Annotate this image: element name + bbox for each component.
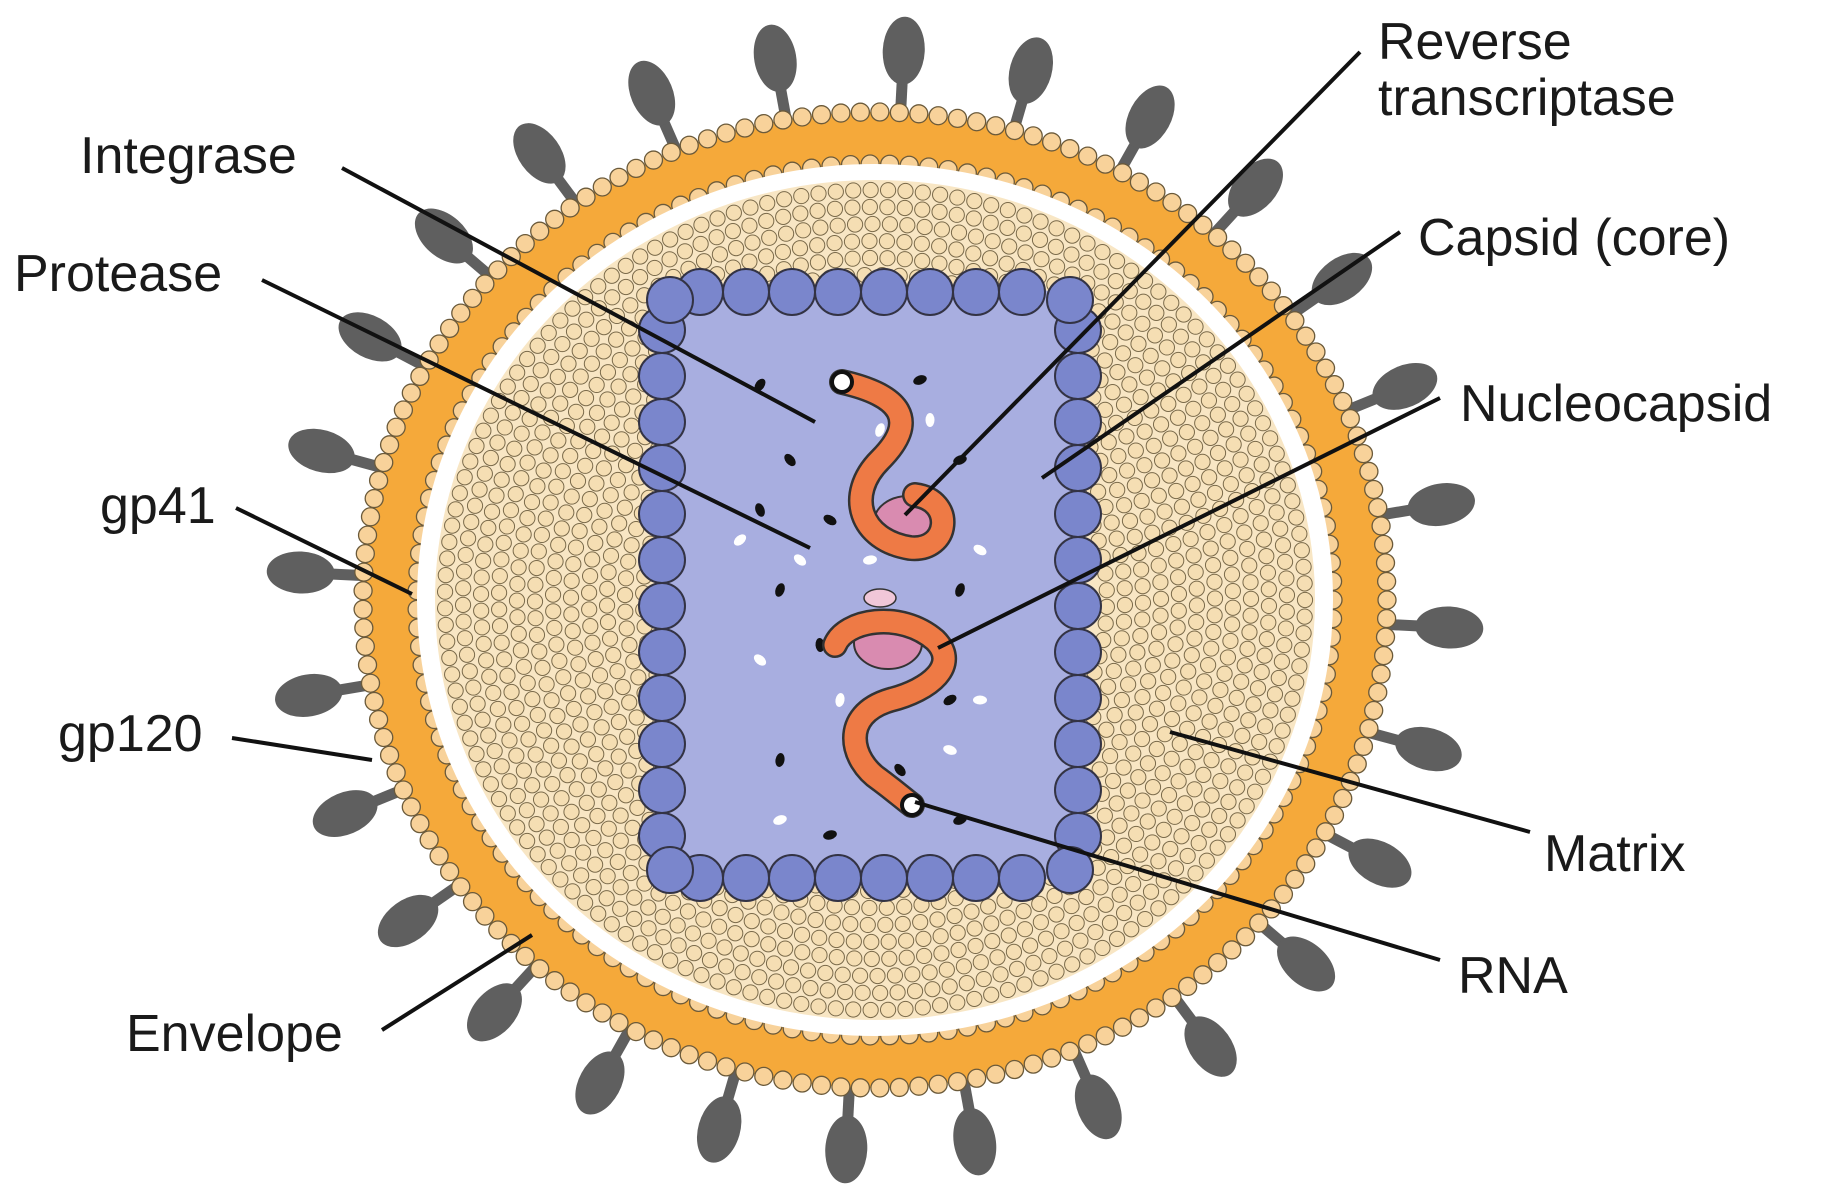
gp120-knob [1390, 720, 1467, 779]
gp120-knob [1340, 828, 1420, 897]
gp120-knob [690, 1091, 749, 1168]
label-nucleocapsid: Nucleocapsid [1460, 376, 1772, 432]
gp120-knob [1404, 478, 1478, 531]
gp120-knob [749, 21, 802, 95]
gp120-knob [306, 781, 385, 846]
gp120-knob [1001, 32, 1060, 109]
label-capsid: Capsid (core) [1418, 210, 1730, 266]
leader-gp120 [232, 738, 372, 760]
label-reverse-transcriptase: Reverse transcriptase [1378, 14, 1676, 126]
rna-end-cap [832, 372, 852, 392]
gp120-knob [266, 550, 336, 595]
label-envelope: Envelope [126, 1006, 343, 1062]
gp120-knob [330, 302, 410, 371]
label-gp120: gp120 [58, 706, 203, 762]
gp120-knob [1115, 77, 1184, 157]
gp120-knob [1414, 605, 1484, 650]
label-rna: RNA [1458, 948, 1568, 1004]
label-gp41: gp41 [100, 478, 216, 534]
label-matrix: Matrix [1544, 826, 1686, 882]
gp120-knob [619, 54, 684, 133]
label-integrase: Integrase [80, 128, 297, 184]
gp120-knob [565, 1043, 634, 1123]
gp120-knob [272, 669, 346, 722]
gp120-knob [824, 1114, 869, 1184]
gp120-knob [283, 422, 360, 481]
gp120-knob [881, 16, 926, 86]
label-reverse-transcriptase-text: Reverse transcriptase [1378, 14, 1676, 126]
gp120-knob [1365, 354, 1444, 419]
label-protease: Protease [14, 246, 222, 302]
gp120-knob [948, 1105, 1001, 1179]
gp120-knob [1066, 1067, 1131, 1146]
